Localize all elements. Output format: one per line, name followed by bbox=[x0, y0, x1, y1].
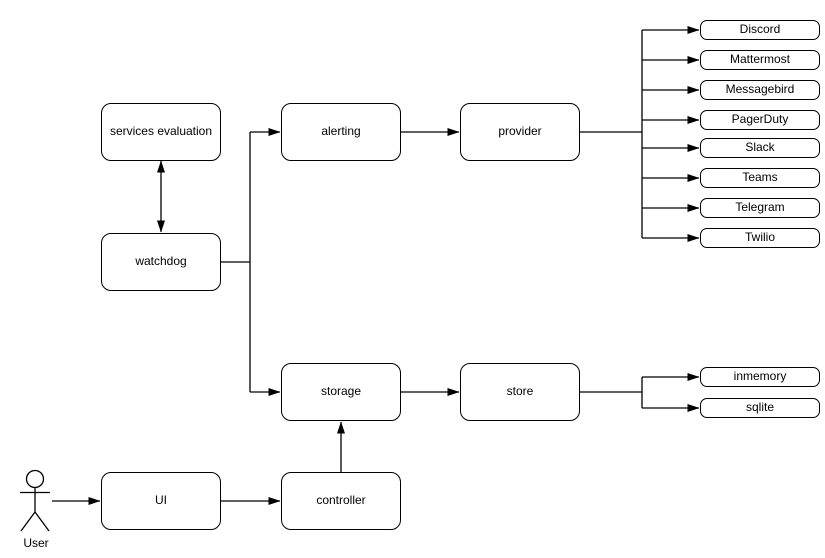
node-store-inmemory-label: inmemory bbox=[733, 369, 787, 384]
node-watchdog-label: watchdog bbox=[135, 254, 187, 269]
user-actor-label: User bbox=[23, 536, 49, 550]
node-alerting-label: alerting bbox=[321, 124, 361, 139]
node-provider-slack-label: Slack bbox=[745, 140, 775, 155]
node-provider-twilio-label: Twilio bbox=[744, 230, 775, 245]
node-provider-messagebird-label: Messagebird bbox=[725, 82, 795, 97]
node-store-sqlite[interactable]: sqlite bbox=[700, 398, 820, 418]
node-provider-telegram-label: Telegram bbox=[735, 200, 785, 215]
node-watchdog[interactable]: watchdog bbox=[101, 233, 221, 291]
node-provider-discord-label: Discord bbox=[739, 22, 781, 37]
node-provider-label: provider bbox=[498, 124, 542, 139]
node-services-evaluation[interactable]: services evaluation bbox=[101, 103, 221, 161]
node-provider-teams-label: Teams bbox=[742, 170, 778, 185]
node-storage[interactable]: storage bbox=[281, 363, 401, 421]
node-provider-mattermost-label: Mattermost bbox=[729, 52, 790, 67]
node-provider-discord[interactable]: Discord bbox=[700, 20, 820, 40]
node-provider-pagerduty-label: PagerDuty bbox=[731, 112, 789, 127]
node-services-evaluation-label: services evaluation bbox=[109, 124, 213, 139]
node-controller[interactable]: controller bbox=[281, 472, 401, 530]
user-actor-icon bbox=[20, 469, 50, 532]
node-provider-twilio[interactable]: Twilio bbox=[700, 228, 820, 248]
node-store-inmemory[interactable]: inmemory bbox=[700, 367, 820, 387]
node-provider-mattermost[interactable]: Mattermost bbox=[700, 50, 820, 70]
node-store-sqlite-label: sqlite bbox=[745, 400, 774, 415]
node-provider-teams[interactable]: Teams bbox=[700, 168, 820, 188]
node-provider-messagebird[interactable]: Messagebird bbox=[700, 80, 820, 100]
node-provider-pagerduty[interactable]: PagerDuty bbox=[700, 110, 820, 130]
node-alerting[interactable]: alerting bbox=[281, 103, 401, 161]
node-provider[interactable]: provider bbox=[460, 103, 580, 161]
node-store[interactable]: store bbox=[460, 363, 580, 421]
node-ui-label: UI bbox=[155, 493, 167, 508]
node-controller-label: controller bbox=[316, 493, 366, 508]
node-ui[interactable]: UI bbox=[101, 472, 221, 530]
node-store-label: store bbox=[506, 384, 534, 399]
node-provider-slack[interactable]: Slack bbox=[700, 138, 820, 158]
node-storage-label: storage bbox=[320, 384, 362, 399]
node-provider-telegram[interactable]: Telegram bbox=[700, 198, 820, 218]
